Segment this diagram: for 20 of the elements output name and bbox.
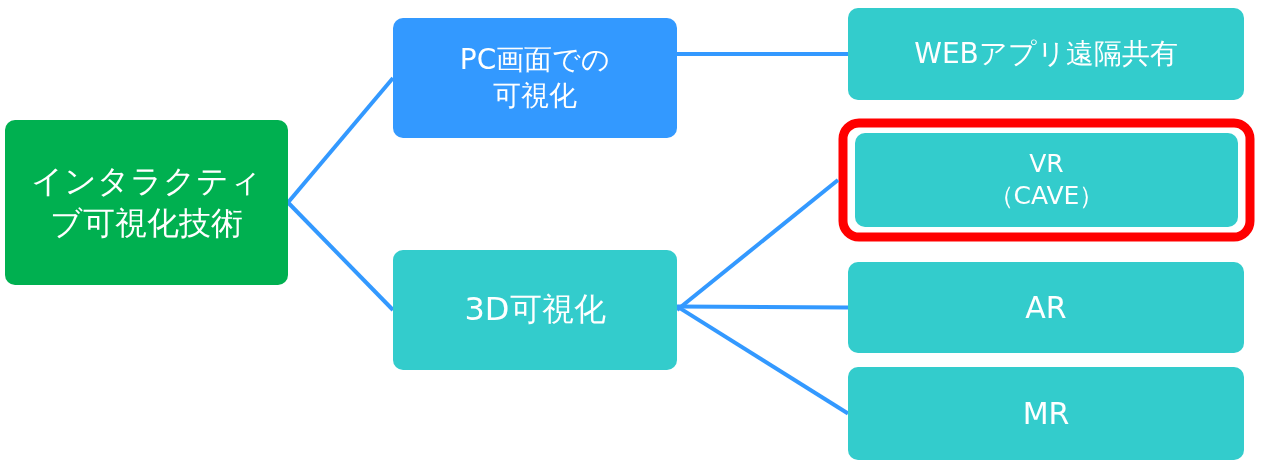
root-box — [5, 120, 288, 285]
node-label: VR （CAVE） — [987, 147, 1106, 212]
node-label: 3D可視化 — [464, 289, 606, 331]
connector-line — [677, 52, 848, 56]
topic-box — [393, 18, 677, 138]
topic-box — [848, 262, 1244, 353]
node-label: PC画面での可視化 — [459, 41, 611, 114]
connector-line — [675, 178, 840, 312]
connector-line — [675, 304, 850, 416]
node-label: WEBアプリ遠隔共有 — [914, 35, 1178, 72]
connector-line — [286, 76, 395, 204]
connector-line — [286, 201, 395, 312]
connector-line — [677, 304, 848, 310]
node-label: AR — [1025, 289, 1067, 327]
topic-box — [855, 133, 1238, 227]
node-label: MR — [1022, 395, 1070, 433]
topic-box — [848, 367, 1244, 460]
topic-box — [848, 8, 1244, 100]
topic-box — [393, 250, 677, 370]
node-label: インタラクティブ可視化技術 — [30, 160, 263, 244]
